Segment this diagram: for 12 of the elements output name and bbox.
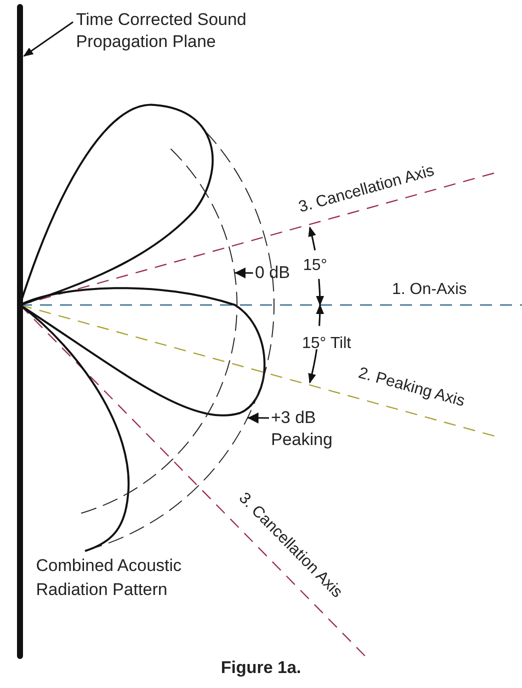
leader-arrow [234, 267, 253, 278]
pattern-label: Combined Acoustic Radiation Pattern [36, 555, 183, 601]
axis-label: 1. On-Axis [392, 280, 467, 300]
callout-text: Time Corrected Sound Propagation Plane [76, 9, 276, 53]
angle-label: 15° Tilt [302, 334, 352, 354]
propagation-plane-bar [17, 4, 23, 659]
callout-text: +3 dB Peaking [271, 407, 361, 451]
callout-text: 0 dB [255, 262, 305, 284]
angle-label: 15° [303, 256, 328, 276]
leader-arrow [248, 412, 269, 424]
leader-arrow [23, 21, 74, 57]
figure-caption: Figure 1a. [220, 658, 302, 678]
